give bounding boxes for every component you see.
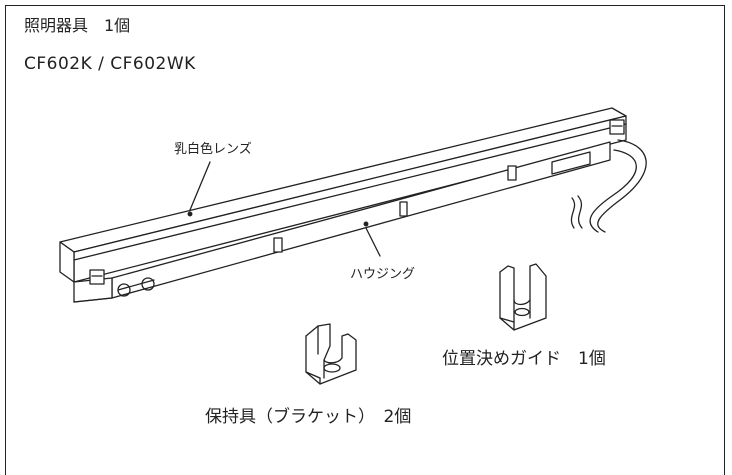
right-end-clip [609,119,625,135]
housing-slots [273,151,591,253]
housing-leader-dot [363,221,369,227]
left-end-clip [89,269,105,285]
lens-label: 乳白色レンズ [174,142,252,157]
bracket-part [305,323,357,385]
lens-leader-dot [187,211,193,217]
housing-label: ハウジング [350,267,416,282]
model-numbers: CF602K / CF602WK [24,54,196,74]
fixture-body [59,107,627,303]
border-panel [5,5,725,475]
positioning-guide [499,263,547,331]
lens-leader-line [189,161,211,211]
power-cable [570,139,647,233]
bottom-feet [117,277,155,297]
item-title: 照明器具 1個 [24,16,131,35]
bracket-label: 保持具（ブラケット） 2個 [205,407,412,427]
guide-label: 位置決めガイド 1個 [442,349,606,369]
housing-leader-line [365,227,381,257]
